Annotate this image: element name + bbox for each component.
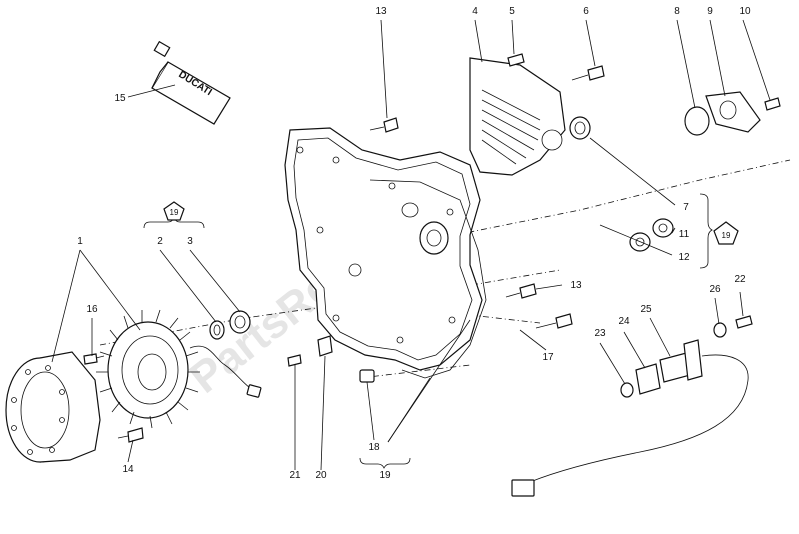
callout-20: 20: [315, 470, 327, 481]
callout-labels: 1 2 3 4 5 6 7 8 9 10 11 12 13 13 14 15 1…: [77, 6, 751, 481]
svg-text:19: 19: [170, 208, 179, 217]
seal-ring: [209, 320, 225, 340]
callout-5: 5: [509, 6, 515, 17]
callout-10: 10: [739, 6, 751, 17]
callout-13-top: 13: [375, 6, 387, 17]
callout-11: 11: [679, 229, 690, 240]
screw-21: [287, 354, 302, 367]
callout-16: 16: [86, 304, 98, 315]
brace-group-right: [699, 193, 713, 269]
generator-cover: [284, 127, 483, 371]
svg-text:19: 19: [722, 231, 731, 240]
callout-21: 21: [289, 470, 301, 481]
callout-2: 2: [157, 236, 163, 247]
callout-4: 4: [472, 6, 478, 17]
callout-9: 9: [707, 6, 713, 17]
leader-lines: [51, 19, 771, 471]
dowel-pin-18: [359, 369, 375, 383]
callout-17: 17: [542, 352, 554, 363]
o-ring-8: [684, 106, 710, 136]
callout-22: 22: [734, 274, 746, 285]
sealant-tube: DUCATI: [151, 40, 231, 125]
screw-6: [571, 65, 605, 81]
callout-7: 7: [683, 202, 689, 213]
bushing-7: [569, 116, 591, 140]
screw-14: [117, 427, 144, 443]
callout-6: 6: [583, 6, 589, 17]
callout-1: 1: [77, 236, 83, 247]
callout-8: 8: [674, 6, 680, 17]
callout-18: 18: [368, 442, 380, 453]
flywheel-rotor: [5, 351, 101, 463]
callout-24: 24: [618, 316, 630, 327]
clip-20: [317, 335, 333, 357]
cover-gasket: [369, 179, 487, 379]
sensor-assembly: [511, 315, 753, 497]
flange-9: [705, 91, 761, 133]
stator: [96, 309, 262, 429]
callout-23: 23: [594, 328, 606, 339]
screw-5: [507, 53, 525, 67]
callout-26: 26: [709, 284, 721, 295]
callout-3: 3: [187, 236, 193, 247]
group-tag-pentagon-2: 19: [713, 221, 739, 245]
callout-19: 19: [379, 470, 391, 481]
screw-17: [535, 313, 573, 329]
screw-16: [83, 353, 105, 365]
callout-14: 14: [122, 464, 134, 475]
assembly-axes: [99, 159, 791, 379]
screw-13-right: [505, 283, 537, 299]
callout-13-right: 13: [570, 280, 582, 291]
screw-10: [764, 97, 781, 111]
callout-25: 25: [640, 304, 652, 315]
brace-group-bottom: [359, 457, 411, 469]
callout-15: 15: [114, 93, 126, 104]
spacer-11: [652, 218, 674, 238]
sprocket-cover: [469, 57, 566, 176]
group-tag-pentagon-1: 19: [163, 201, 185, 221]
callout-12: 12: [678, 252, 690, 263]
screw-13-top: [369, 117, 399, 133]
bearing: [229, 310, 251, 334]
